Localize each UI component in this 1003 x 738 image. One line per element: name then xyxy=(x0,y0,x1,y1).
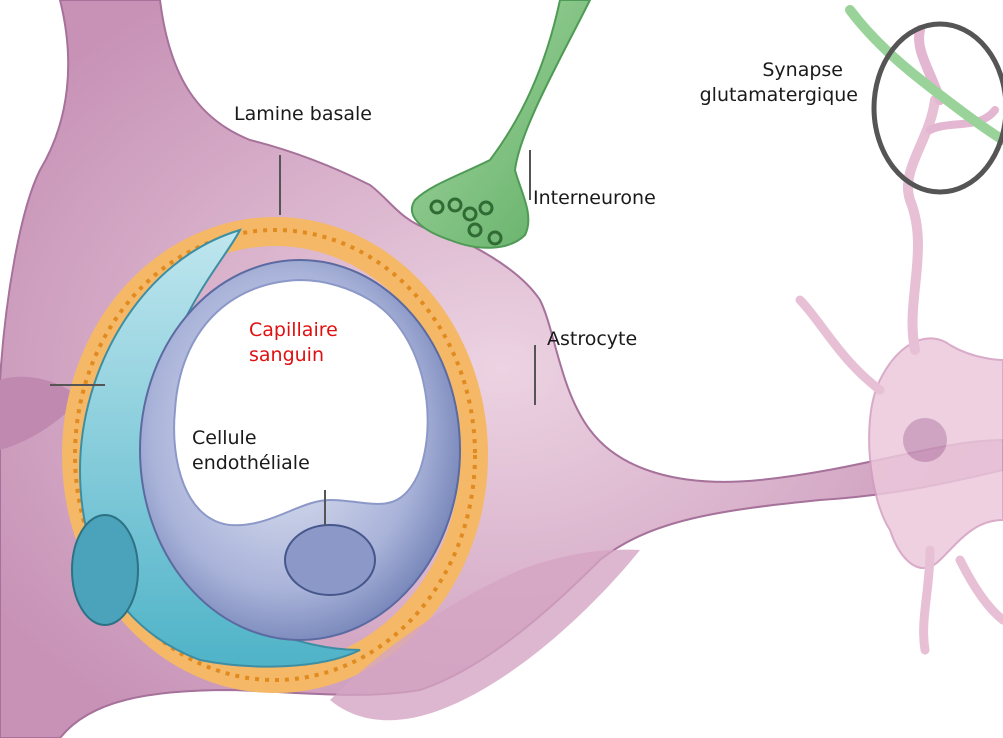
pericyte-nucleus xyxy=(72,515,138,625)
label-synapse: Synapse glutamatergique xyxy=(640,58,858,108)
label-capillaire-line2: sanguin xyxy=(249,343,338,368)
label-interneurone: Interneurone xyxy=(533,186,656,211)
label-capillaire-line1: Capillaire xyxy=(249,318,338,343)
label-cellule-line1: Cellule xyxy=(192,426,310,451)
label-capillaire: Capillaire sanguin xyxy=(249,318,338,368)
label-cellule-endotheliale: Cellule endothéliale xyxy=(192,426,310,476)
label-cellule-line2: endothéliale xyxy=(192,451,310,476)
label-synapse-line2: glutamatergique xyxy=(640,83,858,108)
label-lamine-basale: Lamine basale xyxy=(234,102,372,127)
label-astrocyte: Astrocyte xyxy=(547,327,637,352)
label-synapse-line1: Synapse xyxy=(640,58,858,83)
endothelial-nucleus xyxy=(285,525,375,595)
